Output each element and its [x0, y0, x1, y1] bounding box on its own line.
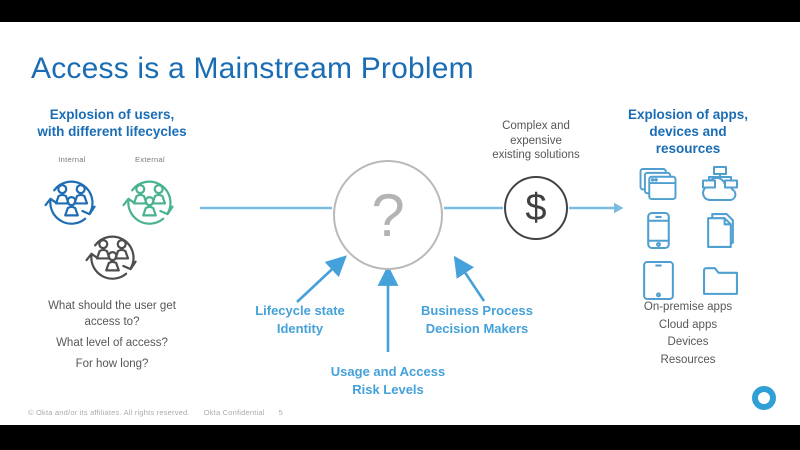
- lifecycle-users-internal-icon: [42, 173, 101, 232]
- factor-business-line1: Business Process: [420, 303, 533, 318]
- app-windows-icon: [639, 167, 677, 200]
- item-devices: Devices: [667, 336, 709, 348]
- left-heading: Explosion of users, with different lifec…: [12, 106, 212, 140]
- cost-caption-line2: expensive: [510, 134, 562, 147]
- question-mark-icon: ?: [371, 181, 405, 249]
- dollar-icon: $: [525, 186, 547, 229]
- item-resources: Resources: [660, 353, 716, 366]
- left-heading-line1: Explosion of users,: [49, 107, 175, 122]
- smartphone-icon: [646, 211, 670, 249]
- lifecycle-users-other-icon: [83, 228, 142, 287]
- right-heading-line1: Explosion of apps,: [627, 107, 748, 122]
- right-heading-line2: devices and: [649, 124, 727, 139]
- documents-icon: [706, 212, 734, 248]
- item-on-premise-apps: On-premise apps: [643, 301, 733, 313]
- internal-label: Internal: [58, 155, 86, 164]
- right-heading: Explosion of apps, devices and resources: [608, 106, 768, 157]
- left-questions: What should the user get access to? What…: [12, 298, 212, 377]
- right-items: On-premise apps Cloud apps Devices Resou…: [608, 299, 768, 369]
- external-label: External: [135, 155, 165, 164]
- right-heading-line3: resources: [655, 141, 721, 156]
- cloud-network-icon: [702, 166, 738, 201]
- arrow-lifecycle-icon: [296, 255, 347, 303]
- factor-usage: Usage and Access Risk Levels: [308, 363, 468, 398]
- unknown-solution-circle: ?: [333, 160, 443, 270]
- question-access-to: What should the user get access to?: [48, 300, 176, 328]
- tablet-icon: [642, 260, 674, 300]
- factor-lifecycle-line2: Identity: [276, 320, 324, 336]
- lifecycle-users-external-icon: [120, 173, 179, 232]
- right-icon-grid: [630, 162, 750, 312]
- folder-icon: [702, 266, 738, 295]
- slide-title: Access is a Mainstream Problem: [31, 52, 474, 85]
- factor-lifecycle-line1: Lifecycle state: [255, 303, 345, 318]
- question-level: What level of access?: [56, 337, 168, 349]
- arrow-business-icon: [453, 255, 486, 302]
- footer-page-number: 5: [278, 408, 284, 417]
- cost-caption-line1: Complex and: [502, 120, 570, 132]
- flow-arrowhead-icon: [614, 202, 624, 214]
- cost-caption: Complex and expensive existing solutions: [456, 119, 616, 163]
- factor-usage-line1: Usage and Access: [330, 364, 446, 379]
- okta-logo-icon: [752, 386, 776, 410]
- cost-circle: $: [504, 176, 568, 240]
- slide-footer: © Okta and/or its affiliates. All rights…: [28, 408, 297, 417]
- left-heading-line2: with different lifecycles: [37, 124, 187, 139]
- footer-copyright: © Okta and/or its affiliates. All rights…: [28, 408, 190, 417]
- footer-classification: Okta Confidential: [203, 408, 265, 417]
- factor-lifecycle: Lifecycle state Identity: [220, 302, 380, 337]
- factor-business: Business Process Decision Makers: [397, 302, 557, 337]
- item-cloud-apps: Cloud apps: [658, 318, 718, 331]
- slide: Access is a Mainstream Problem Explosion…: [0, 22, 800, 425]
- factor-usage-line2: Risk Levels: [352, 381, 424, 397]
- factor-business-line2: Decision Makers: [425, 320, 529, 336]
- question-how-long: For how long?: [75, 358, 149, 370]
- cost-caption-line3: existing solutions: [492, 149, 580, 161]
